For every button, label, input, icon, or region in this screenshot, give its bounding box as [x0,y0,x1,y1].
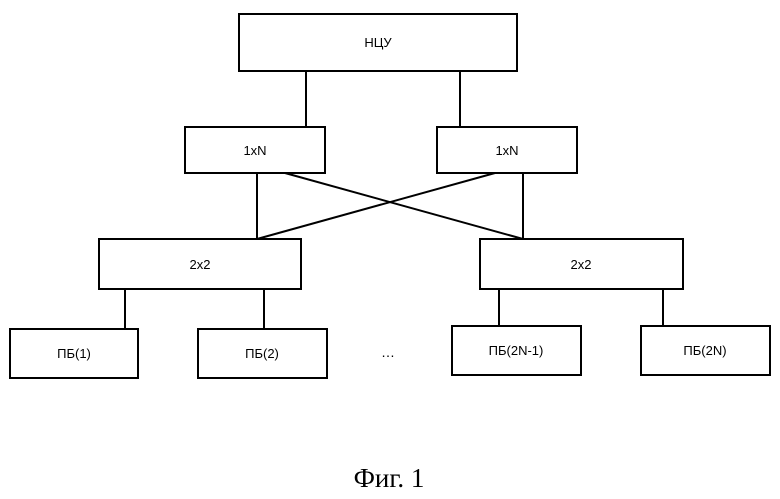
node-coupler-left: 2x2 [99,239,301,289]
node-ncu: НЦУ [239,14,517,71]
node-pb-1-label: ПБ(1) [57,346,91,361]
connector-switch-left-coupler-right-cross [285,173,523,239]
node-coupler-right: 2x2 [480,239,683,289]
node-pb-2n-minus-1: ПБ(2N-1) [452,326,581,375]
node-switch-right-label: 1xN [495,143,518,158]
node-switch-right: 1xN [437,127,577,173]
node-pb-2-label: ПБ(2) [245,346,279,361]
node-pb-2n: ПБ(2N) [641,326,770,375]
ellipsis: … [381,344,395,360]
node-coupler-right-label: 2x2 [571,257,592,272]
node-pb-2n-minus-1-label: ПБ(2N-1) [489,343,544,358]
node-switch-left: 1xN [185,127,325,173]
node-switch-left-label: 1xN [243,143,266,158]
node-pb-1: ПБ(1) [10,329,138,378]
figure-caption: Фиг. 1 [354,463,425,493]
connector-switch-right-coupler-left-cross [257,173,495,239]
node-pb-2: ПБ(2) [198,329,327,378]
node-ncu-label: НЦУ [364,35,392,50]
connectors [125,71,663,329]
node-coupler-left-label: 2x2 [190,257,211,272]
node-pb-2n-label: ПБ(2N) [683,343,726,358]
